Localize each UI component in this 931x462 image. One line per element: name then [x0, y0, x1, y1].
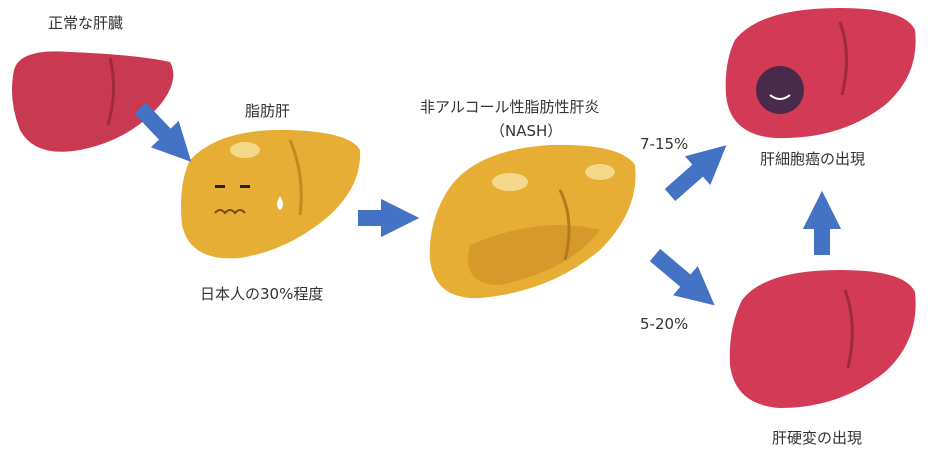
- fatty-liver-image: [181, 129, 361, 259]
- arrow-nash-to-cirrhosis: [649, 248, 715, 306]
- normal-liver-image: [12, 51, 174, 152]
- nash-abbr-label: （NASH）: [490, 122, 563, 140]
- hcc-rate-label: 7-15%: [640, 135, 689, 153]
- cirrhosis-rate-label: 5-20%: [640, 315, 689, 333]
- normal-liver-label: 正常な肝臓: [48, 14, 124, 32]
- cirrhosis-liver-image: [729, 270, 916, 408]
- arrow-normal-to-fatty: [134, 102, 192, 162]
- cirrhosis-label: 肝硬変の出現: [772, 429, 863, 447]
- hcc-label: 肝細胞癌の出現: [760, 150, 866, 168]
- arrow-nash-to-hcc: [664, 145, 727, 202]
- fatty-liver-label: 脂肪肝: [245, 102, 291, 120]
- nash-title-label: 非アルコール性脂肪性肝炎: [420, 98, 600, 116]
- tumor-icon: [756, 66, 804, 114]
- fatty-prevalence-label: 日本人の30%程度: [200, 285, 324, 303]
- hcc-liver-image: [725, 8, 916, 139]
- nash-liver-image: [429, 144, 636, 299]
